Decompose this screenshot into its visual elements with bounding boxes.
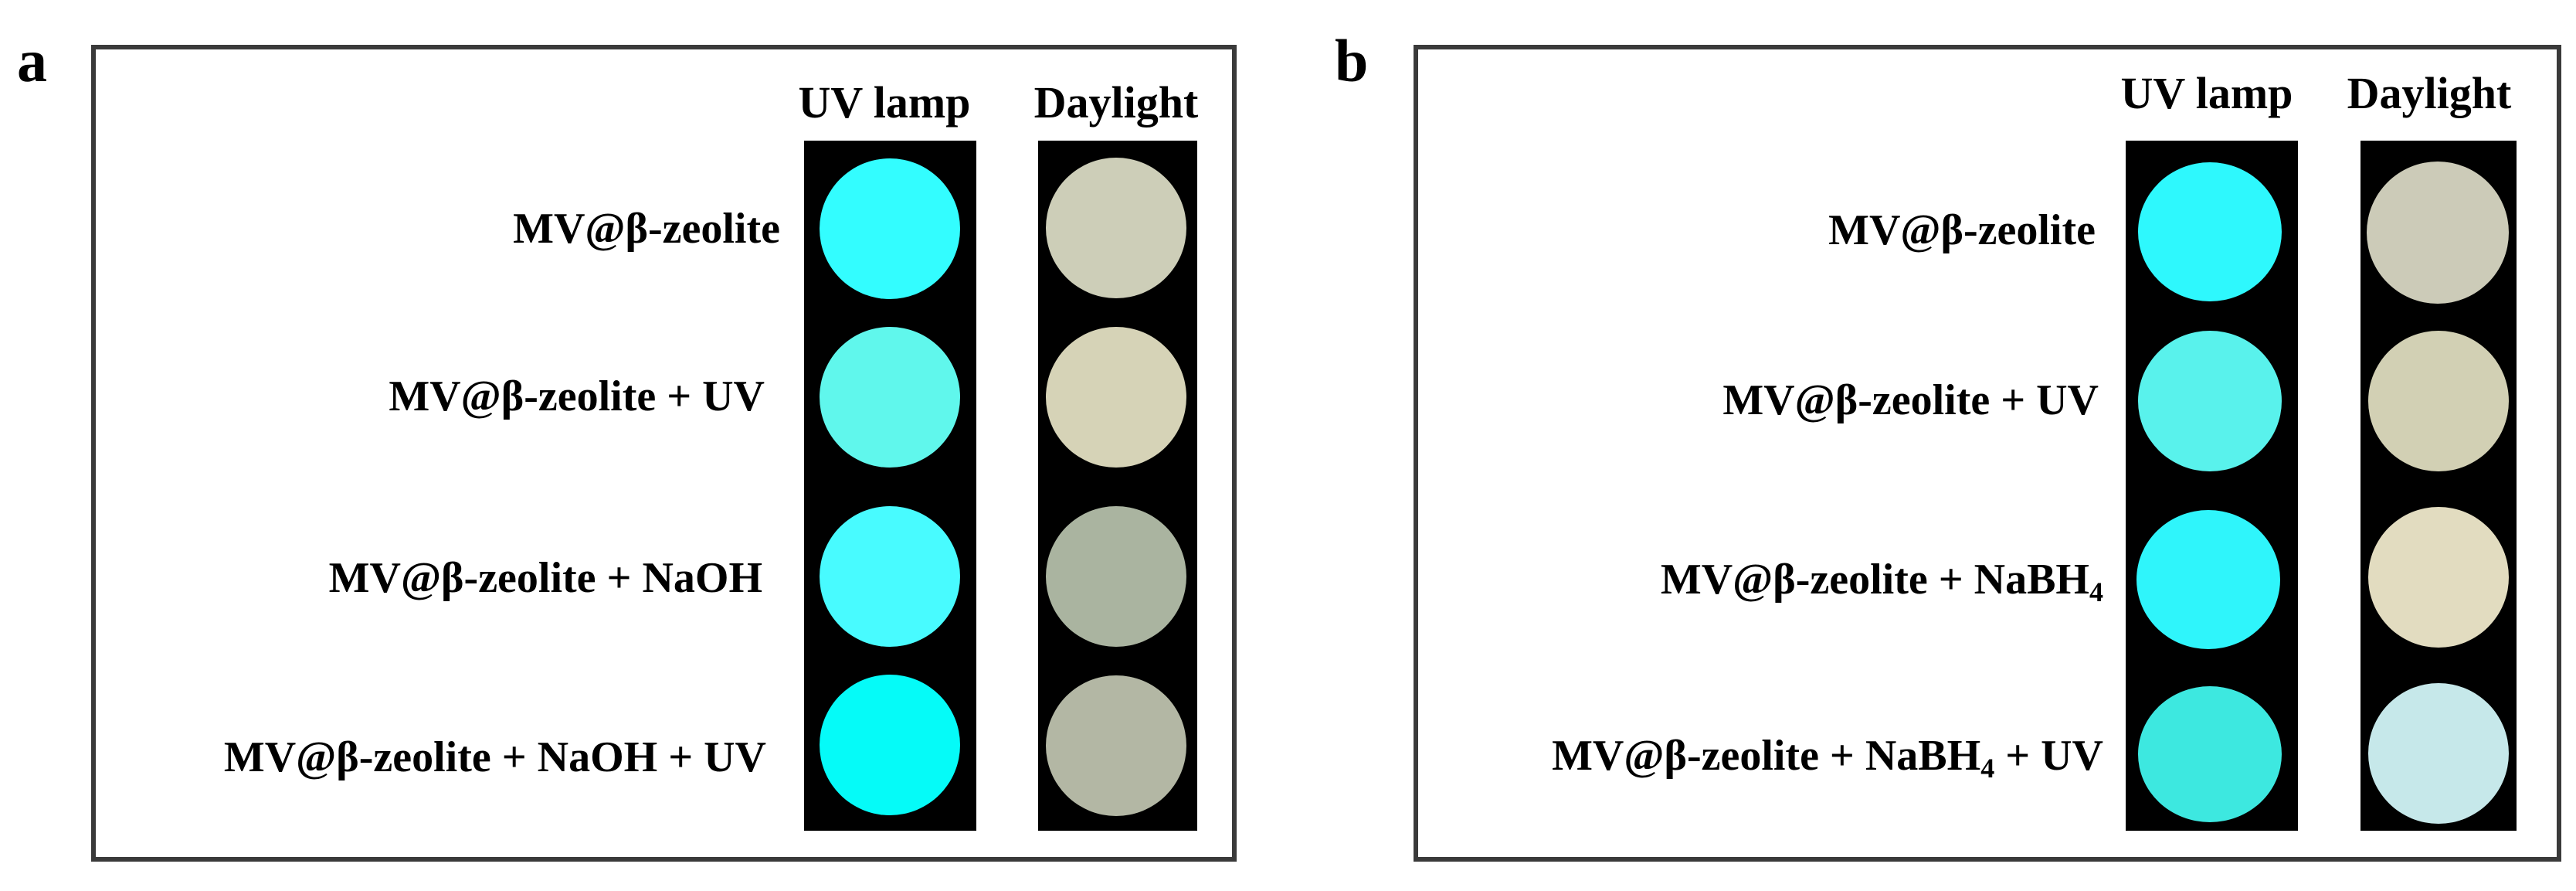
sample-label: MV@β-zeolite + NaBH4 bbox=[1660, 556, 2103, 606]
sample-label: MV@β-zeolite + UV bbox=[1722, 376, 2099, 424]
daylight-sample-dot bbox=[1046, 506, 1186, 647]
sample-label-suffix: + UV bbox=[1994, 732, 2103, 780]
sample-label: MV@β-zeolite + NaOH + UV bbox=[223, 733, 766, 781]
daylight-sample-dot bbox=[1046, 327, 1186, 468]
uv-sample-dot bbox=[2138, 162, 2282, 301]
sample-label: MV@β-zeolite + NaBH4 + UV bbox=[1552, 732, 2103, 782]
daylight-sample-dot bbox=[2368, 683, 2509, 824]
uv-sample-dot bbox=[820, 327, 960, 468]
sample-label: MV@β-zeolite bbox=[513, 205, 780, 253]
subscript-4: 4 bbox=[1980, 753, 1995, 784]
subscript-4: 4 bbox=[2089, 576, 2103, 607]
daylight-header: Daylight bbox=[1033, 77, 1199, 128]
daylight-sample-dot bbox=[1046, 675, 1186, 816]
sample-label: MV@β-zeolite + UV bbox=[389, 372, 765, 420]
panel-label-a: a bbox=[17, 27, 47, 94]
daylight-header: Daylight bbox=[2347, 68, 2512, 118]
daylight-sample-dot bbox=[2368, 507, 2509, 648]
panel-label-b: b bbox=[1335, 27, 1369, 94]
daylight-sample-dot bbox=[1046, 158, 1186, 298]
daylight-sample-dot bbox=[2367, 162, 2509, 304]
uv-lamp-header: UV lamp bbox=[2120, 68, 2293, 118]
daylight-sample-dot bbox=[2368, 331, 2509, 471]
sample-label: MV@β-zeolite bbox=[1828, 206, 2096, 254]
uv-sample-dot bbox=[820, 506, 960, 647]
sample-label: MV@β-zeolite + NaOH bbox=[328, 554, 762, 602]
uv-sample-dot bbox=[820, 158, 960, 299]
sample-label-text: MV@β-zeolite + NaBH bbox=[1552, 732, 1981, 780]
uv-sample-dot bbox=[2138, 331, 2282, 471]
uv-sample-dot bbox=[2136, 510, 2280, 649]
uv-sample-dot bbox=[2138, 686, 2282, 822]
uv-lamp-header: UV lamp bbox=[798, 77, 971, 128]
sample-label-text: MV@β-zeolite + NaBH bbox=[1660, 556, 2089, 604]
uv-sample-dot bbox=[820, 675, 960, 815]
